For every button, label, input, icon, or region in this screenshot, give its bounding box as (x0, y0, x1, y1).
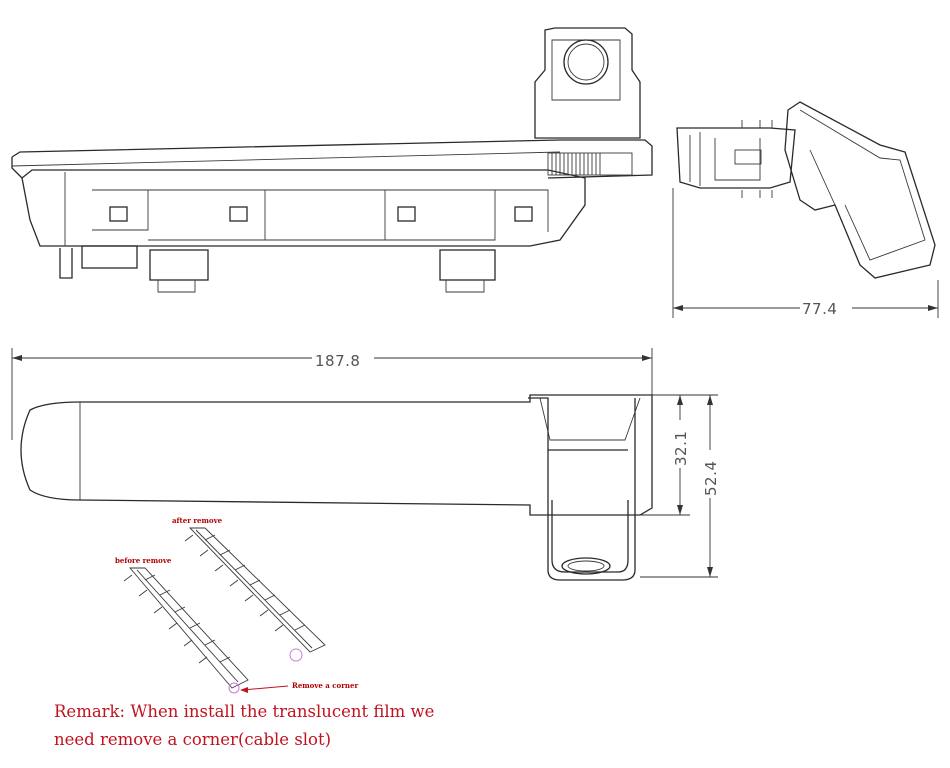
remove-corner-label: Remove a corner (292, 681, 358, 690)
dim-187-8-text: 187.8 (315, 352, 360, 370)
remark-line-1: Remark: When install the translucent fil… (54, 702, 435, 721)
dim-32-1-text: 32.1 (672, 431, 690, 466)
front-view (11, 27, 653, 293)
top-view (20, 394, 653, 581)
dimension-32-1: 32.1 (640, 394, 690, 516)
dim-52-4-text: 52.4 (702, 461, 720, 496)
side-view (676, 101, 936, 279)
dimension-52-4: 52.4 (640, 394, 720, 578)
dimension-187-8: 187.8 (11, 348, 653, 440)
after-remove-label: after remove (172, 516, 223, 525)
dimension-77-4: 77.4 (672, 188, 939, 318)
before-remove-label: before remove (115, 556, 172, 565)
dim-77-4-text: 77.4 (802, 300, 837, 318)
film-inset: after remove before remove Remove a corn… (115, 516, 358, 694)
remark-line-2: need remove a corner(cable slot) (54, 730, 332, 749)
